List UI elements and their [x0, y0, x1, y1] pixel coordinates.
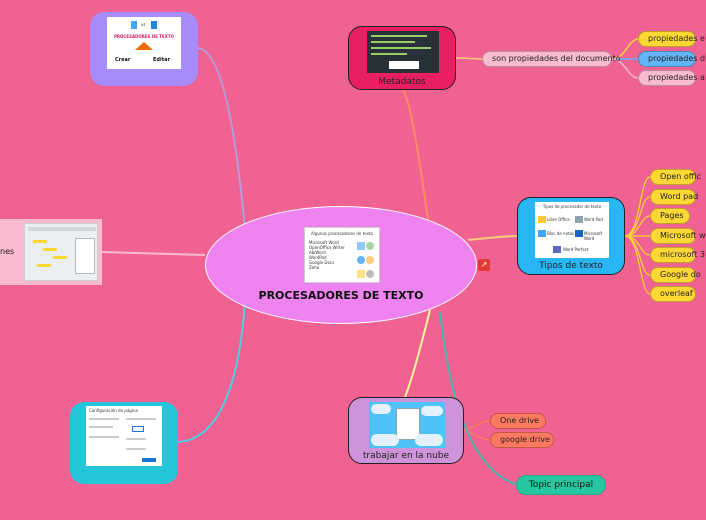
central-thumb-item: Zoho	[309, 265, 320, 270]
app-logo-icon	[366, 242, 374, 250]
cloud-icon	[415, 434, 443, 446]
dialog-screenshot: Configuración de página	[86, 406, 162, 466]
editar-label: Editar	[153, 57, 170, 63]
central-title: PROCESADORES DE TEXTO	[258, 289, 424, 302]
dialog-title: Configuración de página	[89, 408, 138, 413]
cloud-icon	[371, 404, 391, 414]
central-thumb-item: WordPad	[309, 255, 327, 260]
image-card-bottom-left[interactable]: Configuración de página	[70, 402, 178, 484]
metadatos-node[interactable]: Metadatos	[348, 26, 456, 90]
app-logo-icon	[357, 256, 365, 264]
nube-child-1[interactable]: One drive	[490, 413, 546, 429]
link-icon[interactable]: ↗	[478, 259, 490, 271]
nube-node[interactable]: trabajar en la nube	[348, 397, 464, 464]
card-image: vs PROCESADORES DE TEXTO Crear Editar	[107, 17, 181, 69]
central-thumb-item: Google Docs	[309, 260, 335, 265]
tipos-label: Tipos de texto	[539, 261, 603, 271]
spreadsheet-image	[24, 223, 98, 281]
vs-label: vs	[141, 22, 146, 27]
app-logo-icon	[366, 270, 374, 278]
image-card-left[interactable]: nes	[0, 219, 102, 285]
tipos-child-7[interactable]: overleaf	[650, 286, 696, 302]
tipos-child-1[interactable]: Open offic	[650, 169, 701, 185]
app-logo-icon	[575, 230, 583, 237]
tipos-child-4[interactable]: Microsoft w	[650, 228, 706, 244]
metadatos-child-3[interactable]: propiedades a	[638, 70, 705, 86]
central-topic[interactable]: Algunos procesadores de texto Microsoft …	[205, 206, 477, 324]
tipos-image: Tipos de procesador de texto Libre Offic…	[535, 202, 609, 258]
central-thumb-item: OpenOffice Writer	[309, 245, 345, 250]
metadatos-child-2[interactable]: propiedades d	[638, 51, 705, 67]
central-thumb-caption: Algunos procesadores de texto	[311, 231, 373, 236]
central-thumbnail: Algunos procesadores de texto Microsoft …	[304, 227, 380, 283]
app-logo-icon	[357, 242, 365, 250]
central-thumb-item: Microsoft Word	[309, 240, 339, 245]
tipos-thumb-item: Libre Office	[547, 217, 570, 222]
tipos-node[interactable]: Tipos de procesador de texto Libre Offic…	[517, 197, 625, 275]
tipos-thumb-item: Word Perfect	[563, 247, 589, 252]
app-logo-icon	[538, 216, 546, 223]
nube-child-2[interactable]: google drive	[490, 432, 554, 448]
crear-label: Crear	[115, 57, 131, 63]
cloud-icon	[421, 406, 443, 416]
image-card-top-left[interactable]: vs PROCESADORES DE TEXTO Crear Editar	[90, 12, 198, 86]
terminal-image	[367, 31, 439, 73]
tipos-child-5[interactable]: microsoft 3	[650, 247, 705, 263]
tipos-thumb-item: Microsoft Word	[584, 231, 603, 241]
house-icon	[135, 42, 153, 50]
card-heading: PROCESADORES DE TEXTO	[114, 34, 174, 39]
tipos-thumb-item: Word Pad	[584, 217, 603, 222]
metadatos-label: Metadatos	[378, 77, 426, 87]
metadatos-subtopic[interactable]: son propiedades del documento	[482, 51, 621, 67]
app-logo-icon	[538, 230, 546, 237]
topic-principal-label: Topic principal	[528, 480, 594, 490]
tipos-child-2[interactable]: Word pad	[650, 189, 698, 205]
tipos-child-3[interactable]: Pages	[650, 208, 690, 224]
central-thumb-item: AbiWord	[309, 250, 326, 255]
tipos-thumb-title: Tipos de procesador de texto	[542, 204, 602, 209]
app-logo-icon	[357, 270, 365, 278]
app-logo-icon	[553, 246, 561, 253]
tipos-child-6[interactable]: Google do	[650, 267, 701, 283]
metadatos-child-1[interactable]: propiedades e	[638, 31, 705, 47]
app-logo-icon	[575, 216, 583, 223]
nube-label: trabajar en la nube	[362, 451, 450, 461]
document-icon	[131, 21, 137, 29]
document-icon	[151, 21, 157, 29]
cloud-icon	[371, 434, 399, 446]
app-logo-icon	[366, 256, 374, 264]
topic-principal[interactable]: Topic principal	[516, 475, 606, 495]
tipos-thumb-item: Bloc de notas	[547, 231, 575, 236]
card-label: nes	[0, 247, 15, 256]
cloud-image	[369, 402, 445, 448]
